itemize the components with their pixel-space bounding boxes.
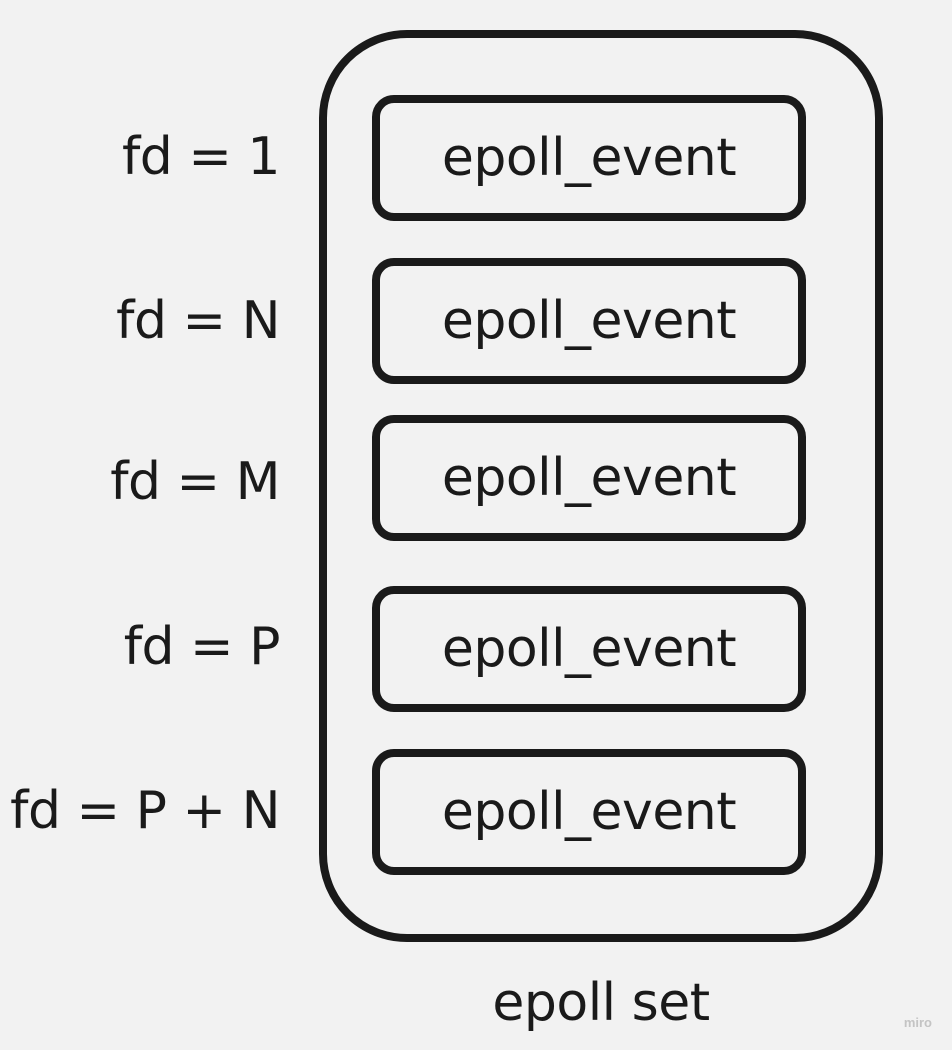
epoll-set-caption: epoll set: [492, 973, 710, 1033]
fd-label-p: fd = P: [123, 617, 281, 677]
epoll-event-box-4: epoll_event: [372, 586, 806, 712]
epoll-set-container: [319, 30, 883, 942]
epoll-event-box-5: epoll_event: [372, 749, 806, 875]
fd-label-m: fd = M: [110, 452, 280, 512]
epoll-event-box-1: epoll_event: [372, 95, 806, 221]
epoll-event-box-3: epoll_event: [372, 415, 806, 541]
miro-watermark: miro: [903, 1015, 932, 1030]
epoll-event-box-2: epoll_event: [372, 258, 806, 384]
fd-label-n: fd = N: [116, 291, 280, 351]
fd-label-1: fd = 1: [121, 127, 281, 187]
fd-label-p-plus-n: fd = P + N: [10, 781, 280, 841]
